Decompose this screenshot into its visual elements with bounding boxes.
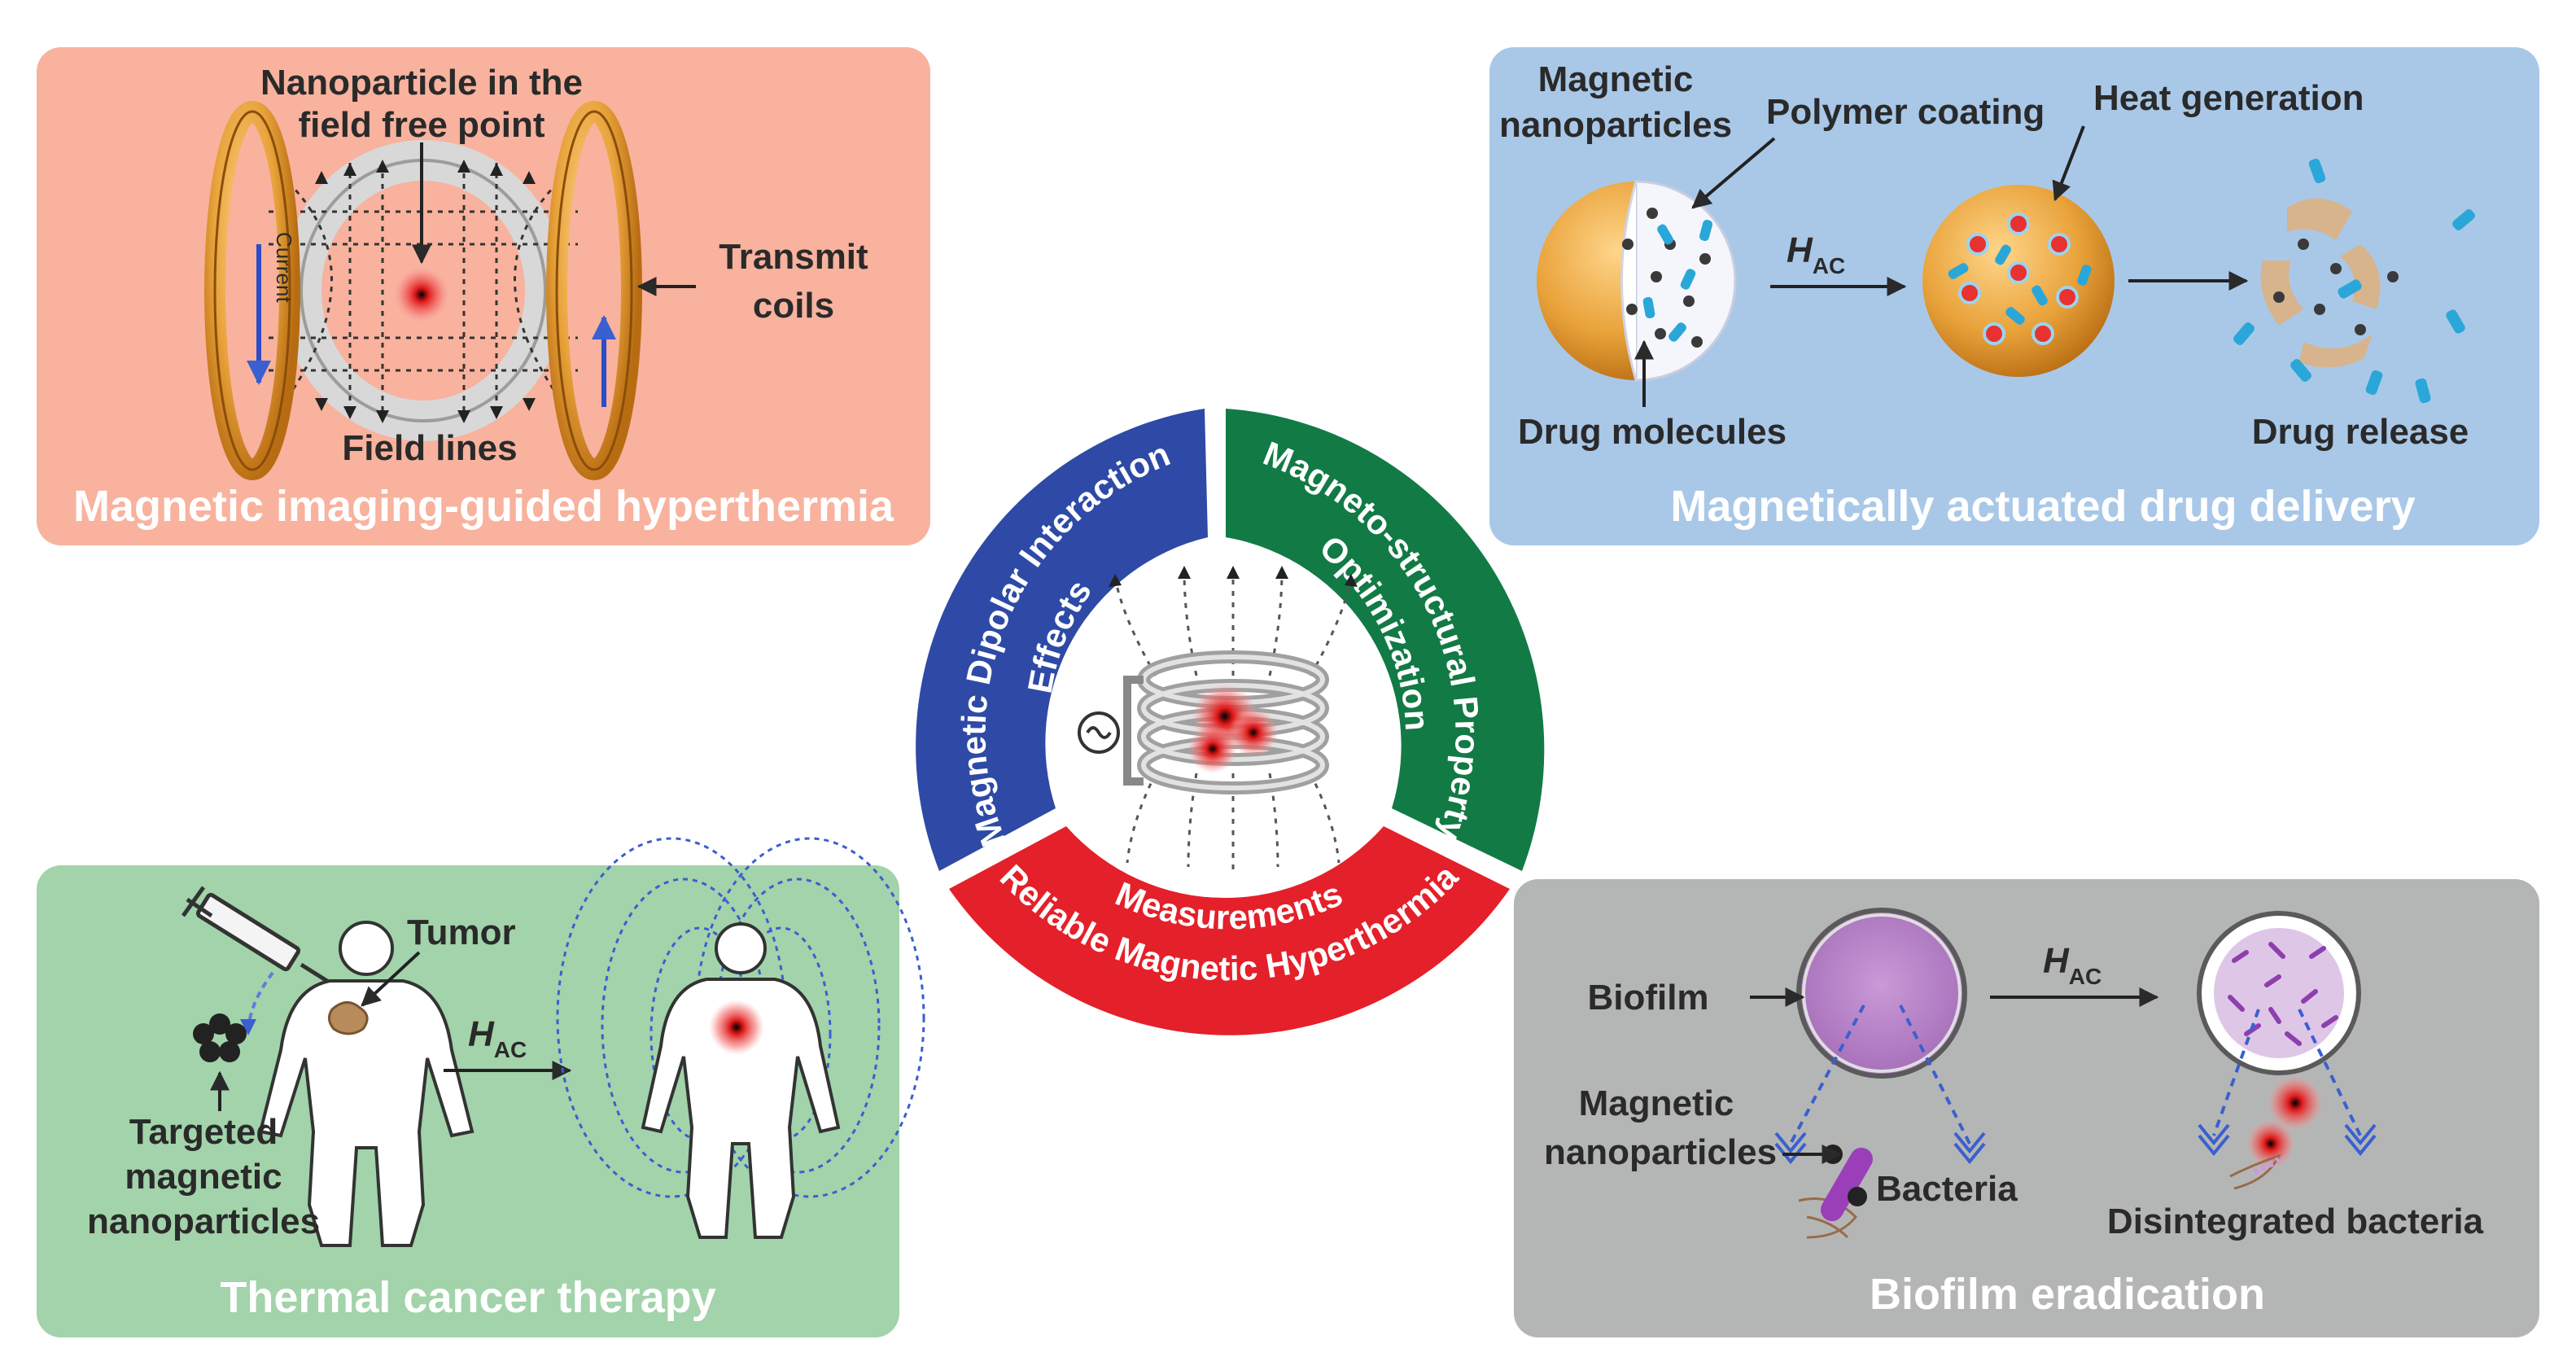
- panel-imaging: Current Nanoparticle in the field free p…: [37, 47, 930, 545]
- syringe-icon: [181, 886, 331, 985]
- label-drug-molecules: Drug molecules: [1518, 412, 1787, 452]
- label-magnetic-line2: nanoparticles: [1499, 105, 1732, 145]
- label-targeted-line1: Targeted: [129, 1112, 278, 1152]
- label-targeted-line2: magnetic: [125, 1157, 282, 1197]
- induction-coil-icon: [1078, 566, 1358, 871]
- nanocarrier-half: [1537, 180, 1737, 382]
- biofilm-intact: [1796, 908, 1967, 1079]
- label-magnetic-line1: Magnetic: [1538, 59, 1694, 99]
- label-bio-magnetic-line1: Magnetic: [1579, 1083, 1734, 1123]
- label-hac: HAC: [1787, 230, 1845, 278]
- panel-drug-title: Magnetically actuated drug delivery: [1670, 482, 2415, 531]
- nanoparticle-glow: [394, 267, 449, 322]
- label-biofilm: Biofilm: [1587, 978, 1708, 1018]
- label-transmit-line1: Transmit: [719, 237, 868, 277]
- label-nanoparticle-line1: Nanoparticle in the: [260, 63, 583, 103]
- label-field-lines: Field lines: [342, 428, 517, 468]
- center-ring: Magnetic Dipolar Interaction Effects Mag…: [916, 409, 1545, 1035]
- label-heat-generation: Heat generation: [2093, 78, 2364, 118]
- targeted-nanoparticle-icon: [193, 1013, 247, 1062]
- human-body-left: [258, 921, 475, 1247]
- biofilm-disintegrated: [2197, 911, 2361, 1075]
- panel-biofilm: HAC Biofilm Magnetic nanoparticles Bacte…: [1514, 879, 2539, 1337]
- label-cancer-hac: HAC: [468, 1014, 527, 1062]
- ring-segment-magneto: [1226, 409, 1545, 871]
- label-disintegrated: Disintegrated bacteria: [2107, 1201, 2484, 1241]
- ring-segment-dipolar: [916, 409, 1208, 871]
- label-tumor: Tumor: [407, 913, 516, 952]
- panel-drug: Magnetic nanoparticles Polymer coating H…: [1489, 47, 2539, 545]
- tumor-heated-glow: [709, 1000, 764, 1055]
- field-lines-grid: [269, 163, 578, 415]
- human-body-right: [641, 922, 841, 1239]
- tumor-icon: [328, 1001, 369, 1035]
- field-arrows-top: [315, 160, 536, 184]
- label-nanoparticle-line2: field free point: [298, 105, 545, 145]
- panel-biofilm-title: Biofilm eradication: [1870, 1270, 2265, 1319]
- nanocarrier-fragmented: [2233, 158, 2475, 404]
- label-current: Current: [272, 232, 296, 303]
- label-bio-magnetic-line2: nanoparticles: [1544, 1132, 1777, 1172]
- nanocarrier-heated: [1922, 185, 2115, 377]
- panel-imaging-title: Magnetic imaging-guided hyperthermia: [73, 482, 894, 531]
- label-targeted-line3: nanoparticles: [87, 1201, 320, 1241]
- label-biofilm-hac: HAC: [2043, 941, 2101, 989]
- panel-cancer-title: Thermal cancer therapy: [220, 1273, 715, 1322]
- panel-cancer: Tumor Targeted magnetic nanoparticles HA…: [37, 837, 925, 1337]
- panel-imaging-bg: [37, 47, 930, 545]
- ring-segment-reliable: [949, 826, 1510, 1035]
- label-transmit-line2: coils: [753, 286, 834, 326]
- field-arrows-bottom: [315, 398, 536, 423]
- label-drug-release: Drug release: [2252, 412, 2469, 452]
- label-polymer-coating: Polymer coating: [1766, 92, 2045, 132]
- label-bacteria: Bacteria: [1876, 1169, 2018, 1209]
- disintegrated-bacteria-icon: [2229, 1075, 2323, 1190]
- panel-cancer-bg: [37, 865, 899, 1337]
